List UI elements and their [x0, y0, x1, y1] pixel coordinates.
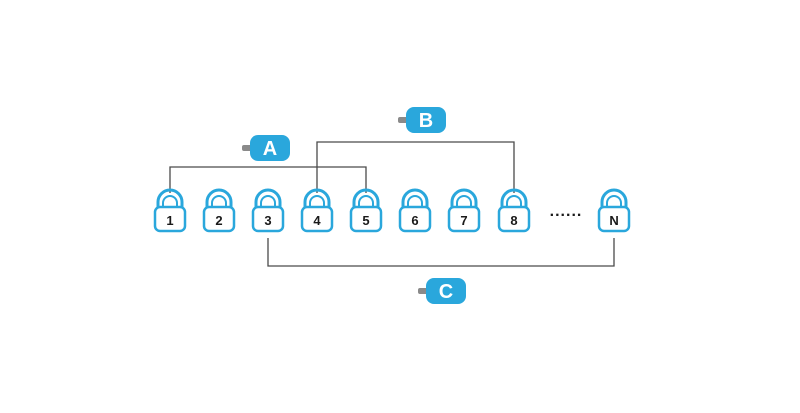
lock-6: 6 — [398, 188, 432, 233]
key-a: A — [242, 135, 290, 161]
lock-label: 5 — [362, 213, 369, 228]
lock-label: 2 — [215, 213, 222, 228]
padlock-icon — [251, 188, 285, 233]
padlock-icon — [202, 188, 236, 233]
lock-2: 2 — [202, 188, 236, 233]
lock-label: N — [609, 213, 618, 228]
ellipsis: ...... — [550, 203, 583, 220]
padlock-icon — [300, 188, 334, 233]
lock-1: 1 — [153, 188, 187, 233]
lock-label: 4 — [313, 213, 321, 228]
lock-5: 5 — [349, 188, 383, 233]
key-c: C — [418, 278, 466, 304]
padlock-icon — [597, 188, 631, 233]
key-icon — [418, 278, 466, 304]
key-icon — [398, 107, 446, 133]
lock-row: 1 2 3 4 — [153, 188, 631, 233]
padlock-icon — [398, 188, 432, 233]
lock-label: 3 — [264, 213, 271, 228]
padlock-icon — [447, 188, 481, 233]
lock-label: 1 — [166, 213, 173, 228]
padlock-icon — [349, 188, 383, 233]
padlock-icon — [497, 188, 531, 233]
lock-4: 4 — [300, 188, 334, 233]
lock-label: 7 — [460, 213, 467, 228]
key-label: A — [263, 138, 277, 160]
key-b: B — [398, 107, 446, 133]
connector-b — [316, 141, 515, 193]
lock-label: 6 — [411, 213, 418, 228]
connectors — [169, 141, 615, 267]
lock-3: 3 — [251, 188, 285, 233]
lock-label: 8 — [510, 213, 517, 228]
key-label: B — [419, 110, 433, 132]
key-icon — [242, 135, 290, 161]
lock-7: 7 — [447, 188, 481, 233]
lock-8: 8 — [497, 188, 531, 233]
lock-n: N — [597, 188, 631, 233]
connector-c — [267, 238, 615, 267]
key-label: C — [439, 281, 453, 303]
padlock-icon — [153, 188, 187, 233]
connector-a — [169, 166, 367, 193]
